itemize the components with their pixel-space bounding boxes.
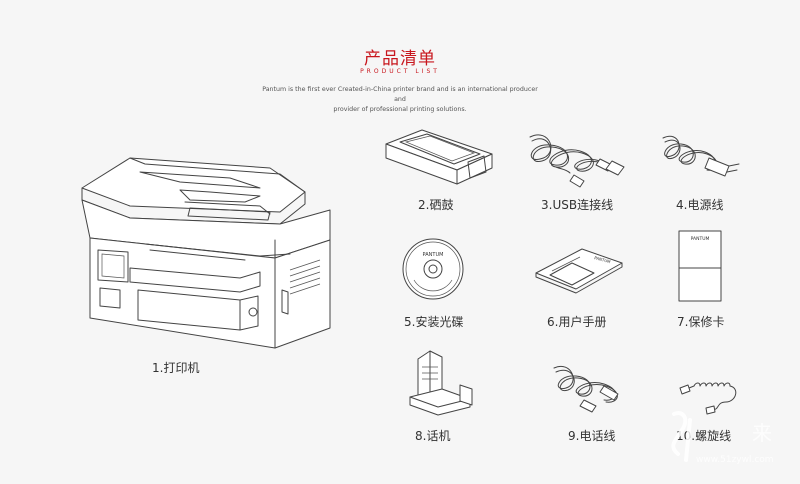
- item-label-phone-line: 9.电话线: [568, 429, 616, 443]
- telephone-handset-icon: [409, 350, 473, 416]
- printer-icon: [81, 157, 331, 349]
- item-label-power: 4.电源线: [676, 198, 724, 212]
- manual-brand-text: PANTUM: [594, 255, 612, 264]
- cd-icon: PANTUM: [402, 238, 464, 300]
- intro-text: Pantum is the first ever Created-in-Chin…: [260, 85, 540, 115]
- page-subtitle: PRODUCT LIST: [360, 68, 440, 75]
- intro-line-2: provider of professional printing soluti…: [333, 106, 467, 113]
- cd-brand-text: PANTUM: [423, 252, 444, 258]
- item-label-cd: 5.安装光碟: [404, 315, 464, 329]
- toner-cartridge-icon: [385, 129, 493, 185]
- usb-cable-icon: [529, 134, 625, 188]
- item-label-usb: 3.USB连接线: [541, 198, 614, 212]
- page-title: 产品清单: [364, 49, 436, 69]
- card-brand-text: PANTUM: [691, 236, 710, 242]
- watermark-logo: 来 www.51zywl.com: [671, 411, 774, 465]
- item-label-toner: 2.硒鼓: [418, 198, 454, 212]
- warranty-card-icon: PANTUM: [678, 230, 722, 302]
- intro-line-1: Pantum is the first ever Created-in-Chin…: [262, 86, 538, 103]
- watermark-url: www.51zywl.com: [696, 455, 774, 465]
- manual-icon: PANTUM: [535, 248, 623, 294]
- item-label-warranty: 7.保修卡: [677, 315, 725, 329]
- item-label-handset: 8.话机: [415, 429, 451, 443]
- item-label-printer: 1.打印机: [152, 361, 200, 375]
- item-label-manual: 6.用户手册: [547, 315, 607, 329]
- watermark-char: 来: [752, 421, 772, 445]
- power-cord-icon: [662, 135, 740, 177]
- phone-line-icon: [553, 365, 619, 413]
- coiled-cord-icon: [679, 382, 737, 415]
